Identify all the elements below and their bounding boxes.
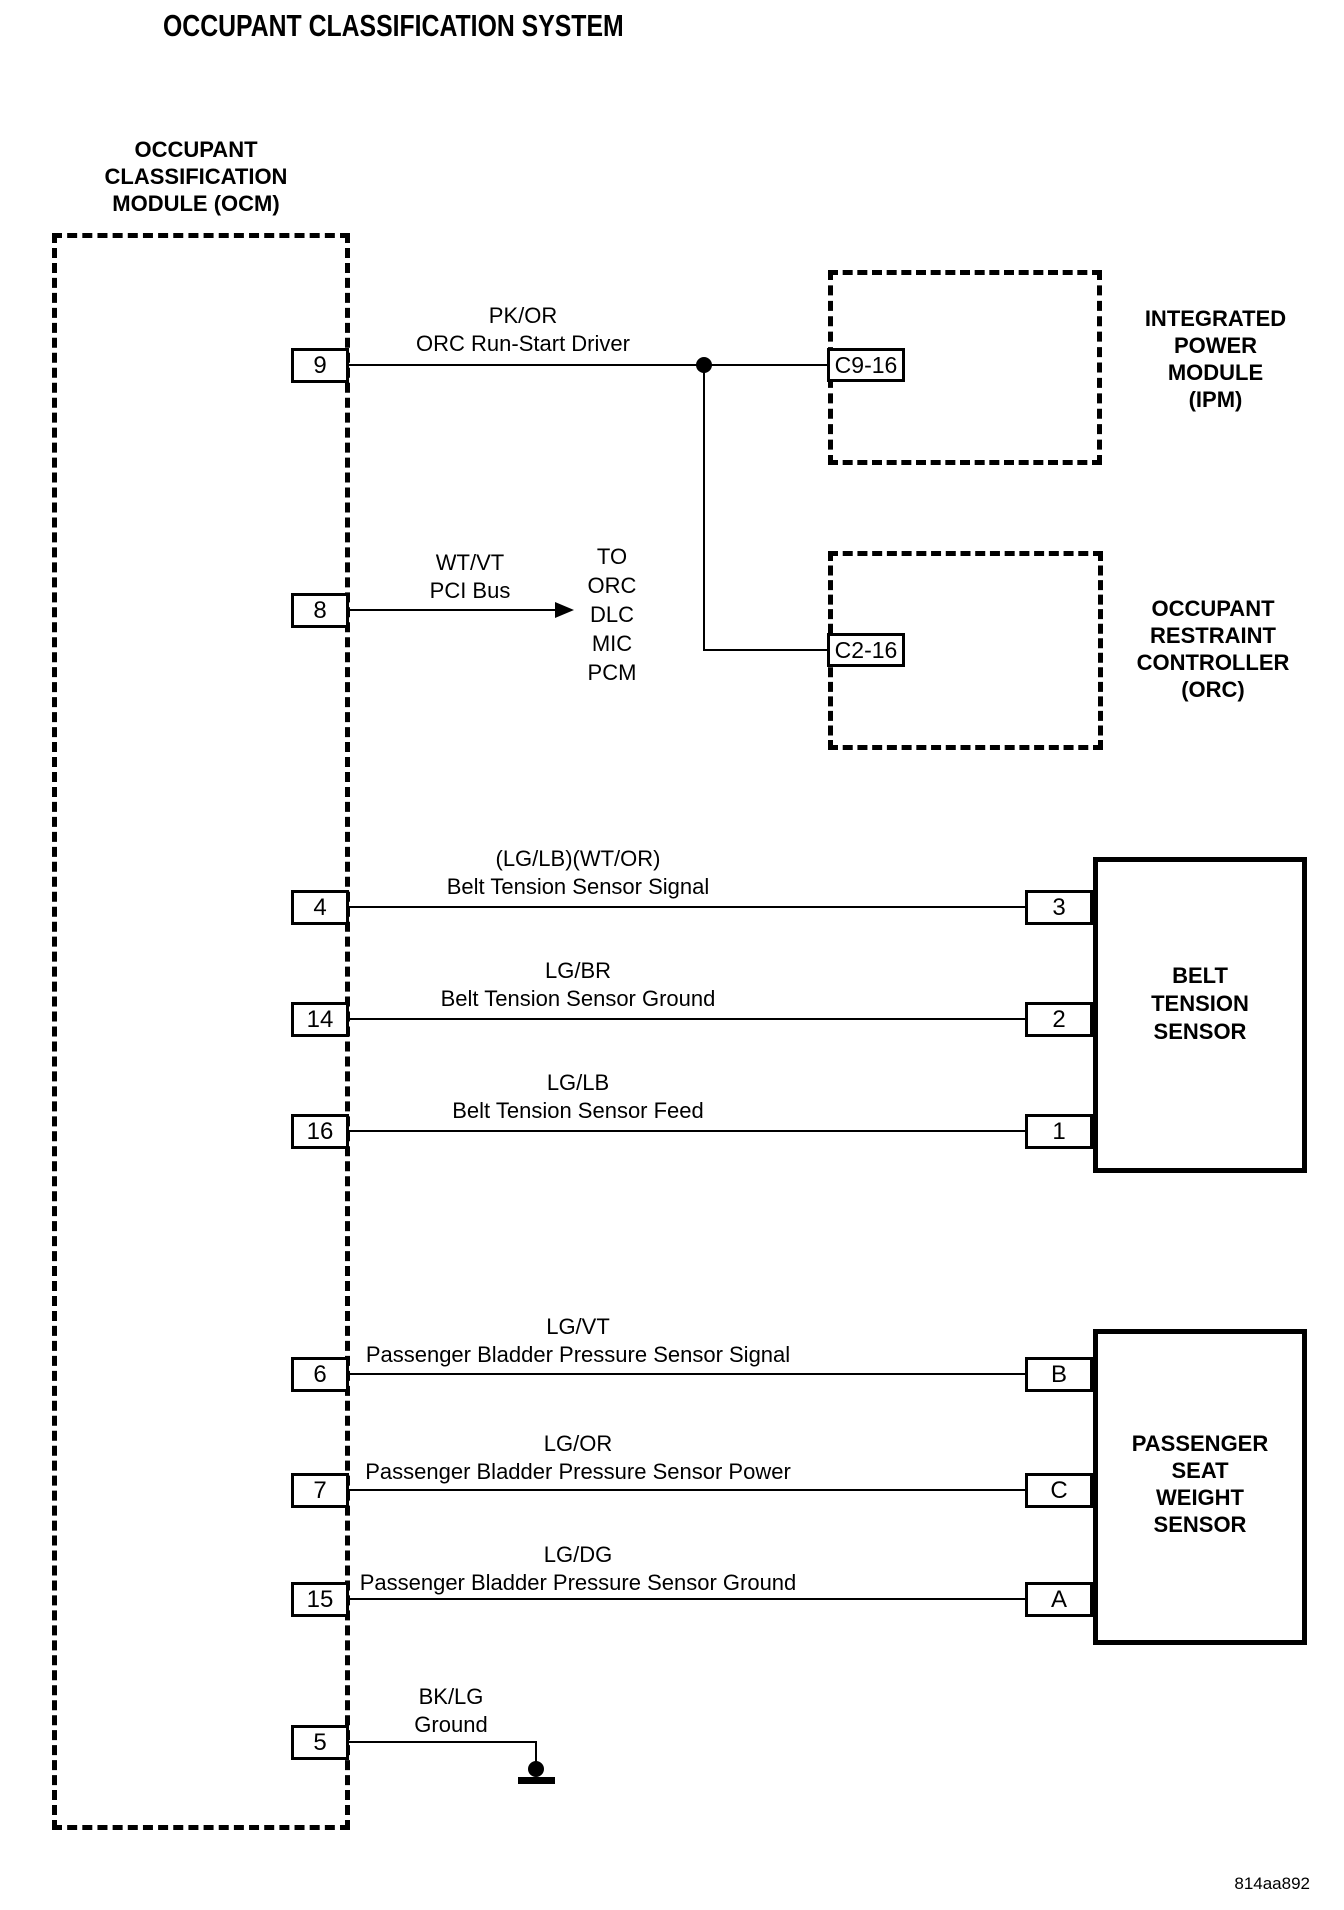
- wire-bladder-ground: [349, 1598, 1025, 1600]
- wire-label-bladder-power: LG/OR Passenger Bladder Pressure Sensor …: [328, 1430, 828, 1486]
- wire-function: Belt Tension Sensor Signal: [446, 874, 710, 899]
- pci-destination: DLC: [589, 602, 634, 627]
- pci-destination: ORC: [587, 573, 637, 598]
- ipm-connector-c9-16: C9-16: [827, 348, 905, 382]
- wire-to-c2-16: [703, 649, 827, 651]
- ocm-pin-7: 7: [291, 1473, 349, 1508]
- wire-label-bladder-ground: LG/DG Passenger Bladder Pressure Sensor …: [328, 1541, 828, 1597]
- orc-label-line-3: CONTROLLER: [1136, 650, 1290, 675]
- orc-label: OCCUPANT RESTRAINT CONTROLLER (ORC): [1118, 595, 1308, 703]
- ipm-label-line-4: (IPM): [1188, 387, 1243, 412]
- ocm-pin-16: 16: [291, 1114, 349, 1149]
- wire-belt-signal: [349, 906, 1025, 908]
- ocm-pin-9: 9: [291, 348, 349, 383]
- wire-pci-bus: [349, 609, 556, 611]
- wire-color-code: BK/LG: [418, 1684, 484, 1709]
- pci-bus-destination-list: TO ORC DLC MIC PCM: [562, 542, 662, 687]
- pci-destination: TO: [596, 544, 628, 569]
- ocm-label-line-3: MODULE (OCM): [112, 191, 280, 216]
- ocm-pin-4: 4: [291, 890, 349, 925]
- ocm-pin-8: 8: [291, 593, 349, 628]
- belt-tension-sensor-box: [1093, 857, 1307, 1173]
- ocm-pin-5: 5: [291, 1725, 349, 1760]
- diagram-code: 814aa892: [1234, 1874, 1310, 1893]
- ocm-label: OCCUPANT CLASSIFICATION MODULE (OCM): [60, 136, 332, 217]
- wire-color-code: LG/OR: [543, 1431, 613, 1456]
- belt-tension-sensor-label: BELT TENSION SENSOR: [1093, 962, 1307, 1046]
- ipm-label-line-2: POWER: [1173, 333, 1258, 358]
- wire-label-belt-feed: LG/LB Belt Tension Sensor Feed: [378, 1069, 778, 1125]
- wire-color-code: LG/LB: [546, 1070, 610, 1095]
- wire-junction-vertical: [703, 365, 705, 650]
- pci-destination: PCM: [587, 660, 637, 685]
- page-title: OCCUPANT CLASSIFICATION SYSTEM: [163, 8, 624, 43]
- belt-label-line-2: TENSION: [1151, 991, 1249, 1016]
- wire-label-pci-bus: WT/VT PCI Bus: [390, 549, 550, 605]
- wire-bladder-signal: [349, 1373, 1025, 1375]
- wire-label-belt-signal: (LG/LB)(WT/OR) Belt Tension Sensor Signa…: [378, 845, 778, 901]
- ocm-label-line-2: CLASSIFICATION: [104, 164, 288, 189]
- psws-label-line-3: WEIGHT: [1156, 1485, 1244, 1510]
- ground-symbol-dot: [528, 1761, 544, 1777]
- wire-label-ground: BK/LG Ground: [371, 1683, 531, 1739]
- wire-belt-ground: [349, 1018, 1025, 1020]
- wire-function: Belt Tension Sensor Feed: [452, 1098, 704, 1123]
- ipm-label: INTEGRATED POWER MODULE (IPM): [1123, 305, 1308, 413]
- wire-label-bladder-signal: LG/VT Passenger Bladder Pressure Sensor …: [328, 1313, 828, 1369]
- wire-bladder-power: [349, 1489, 1025, 1491]
- ocm-pin-14: 14: [291, 1002, 349, 1037]
- pci-destination: MIC: [591, 631, 633, 656]
- belt-sensor-pin-1: 1: [1025, 1114, 1093, 1149]
- orc-label-line-4: (ORC): [1181, 677, 1245, 702]
- pci-bus-arrowhead-icon: [555, 602, 574, 618]
- psws-label-line-1: PASSENGER: [1131, 1431, 1269, 1456]
- belt-label-line-3: SENSOR: [1153, 1019, 1247, 1044]
- ground-symbol-bar: [518, 1777, 555, 1784]
- psws-label-line-4: SENSOR: [1153, 1512, 1247, 1537]
- wire-color-code: WT/VT: [435, 550, 505, 575]
- belt-label-line-1: BELT: [1172, 963, 1228, 988]
- ipm-label-line-1: INTEGRATED: [1144, 306, 1287, 331]
- ocm-label-line-1: OCCUPANT: [134, 137, 258, 162]
- belt-sensor-pin-2: 2: [1025, 1002, 1093, 1037]
- wire-function: Passenger Bladder Pressure Sensor Ground: [359, 1570, 797, 1595]
- passenger-seat-weight-sensor-box: [1093, 1329, 1307, 1645]
- psws-pin-a: A: [1025, 1582, 1093, 1617]
- ipm-label-line-3: MODULE: [1167, 360, 1264, 385]
- wire-function: ORC Run-Start Driver: [416, 331, 630, 356]
- orc-label-line-2: RESTRAINT: [1150, 623, 1276, 648]
- psws-pin-c: C: [1025, 1473, 1093, 1508]
- ocm-pin-15: 15: [291, 1582, 349, 1617]
- ground-wire-vertical: [535, 1741, 537, 1765]
- psws-label-line-2: SEAT: [1171, 1458, 1229, 1483]
- orc-label-line-1: OCCUPANT: [1151, 596, 1275, 621]
- wire-function: Passenger Bladder Pressure Sensor Signal: [365, 1342, 791, 1367]
- wire-color-code: LG/BR: [544, 958, 612, 983]
- orc-connector-c2-16: C2-16: [827, 633, 905, 667]
- wire-label-belt-ground: LG/BR Belt Tension Sensor Ground: [378, 957, 778, 1013]
- wire-color-code: LG/DG: [543, 1542, 613, 1567]
- wire-function: PCI Bus: [429, 578, 511, 603]
- wire-orc-run-start-driver: [349, 364, 827, 366]
- wire-belt-feed: [349, 1130, 1025, 1132]
- wire-function: Ground: [414, 1712, 488, 1737]
- passenger-seat-weight-sensor-label: PASSENGER SEAT WEIGHT SENSOR: [1093, 1430, 1307, 1538]
- wire-label-orc-run-start: PK/OR ORC Run-Start Driver: [373, 302, 673, 358]
- wire-function: Passenger Bladder Pressure Sensor Power: [365, 1459, 791, 1484]
- wire-color-code: (LG/LB)(WT/OR): [495, 846, 661, 871]
- wire-function: Belt Tension Sensor Ground: [440, 986, 716, 1011]
- wire-color-code: LG/VT: [546, 1314, 610, 1339]
- ocm-pin-6: 6: [291, 1357, 349, 1392]
- wire-ground: [349, 1741, 536, 1743]
- psws-pin-b: B: [1025, 1357, 1093, 1392]
- wire-color-code: PK/OR: [488, 303, 558, 328]
- belt-sensor-pin-3: 3: [1025, 890, 1093, 925]
